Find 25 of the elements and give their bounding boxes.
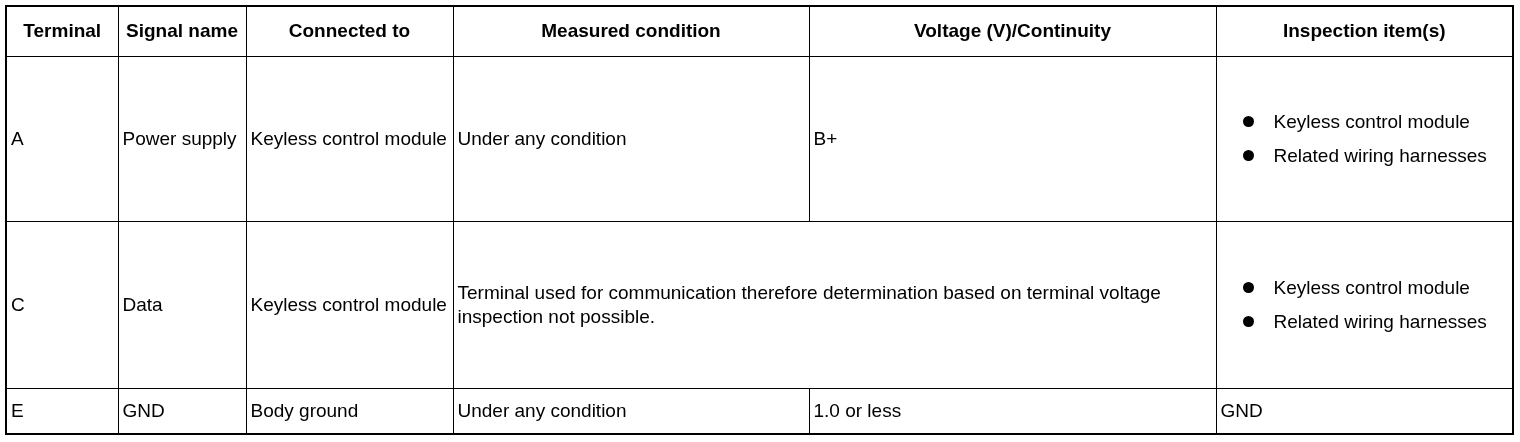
cell-text: Keyless control module xyxy=(250,293,447,315)
cell-text: E xyxy=(11,399,24,421)
cell-text: 1.0 or less xyxy=(813,399,902,421)
cell-text: B+ xyxy=(813,127,838,149)
cell-text: Under any condition xyxy=(457,399,627,421)
bullet-item: Keyless control module xyxy=(1242,109,1508,134)
cell-text: Data xyxy=(122,293,163,315)
cell-text: C xyxy=(11,293,25,315)
bullet-item: Keyless control module xyxy=(1242,275,1508,300)
bullet-item: Related wiring harnesses xyxy=(1242,309,1508,334)
column-header: Inspection item(s) xyxy=(1282,20,1446,42)
column-header: Voltage (V)/Continuity xyxy=(914,20,1111,42)
bullet-item: Related wiring harnesses xyxy=(1242,143,1508,168)
cell-text: Body ground xyxy=(250,399,359,421)
column-header: Measured condition xyxy=(541,20,721,42)
cell-text: GND xyxy=(122,399,165,421)
cell-text: Under any condition xyxy=(457,127,627,149)
cell-text: Power supply xyxy=(122,127,237,149)
cell-text: A xyxy=(11,127,24,149)
column-header: Connected to xyxy=(288,20,411,42)
column-header: Terminal xyxy=(23,20,102,42)
cell-text: GND xyxy=(1220,399,1263,421)
cell-text: Terminal used for communication therefore determination based on terminal voltage inspection not possible. xyxy=(457,281,1161,327)
column-header: Signal name xyxy=(126,20,238,42)
cell-text: Keyless control module xyxy=(250,127,447,149)
